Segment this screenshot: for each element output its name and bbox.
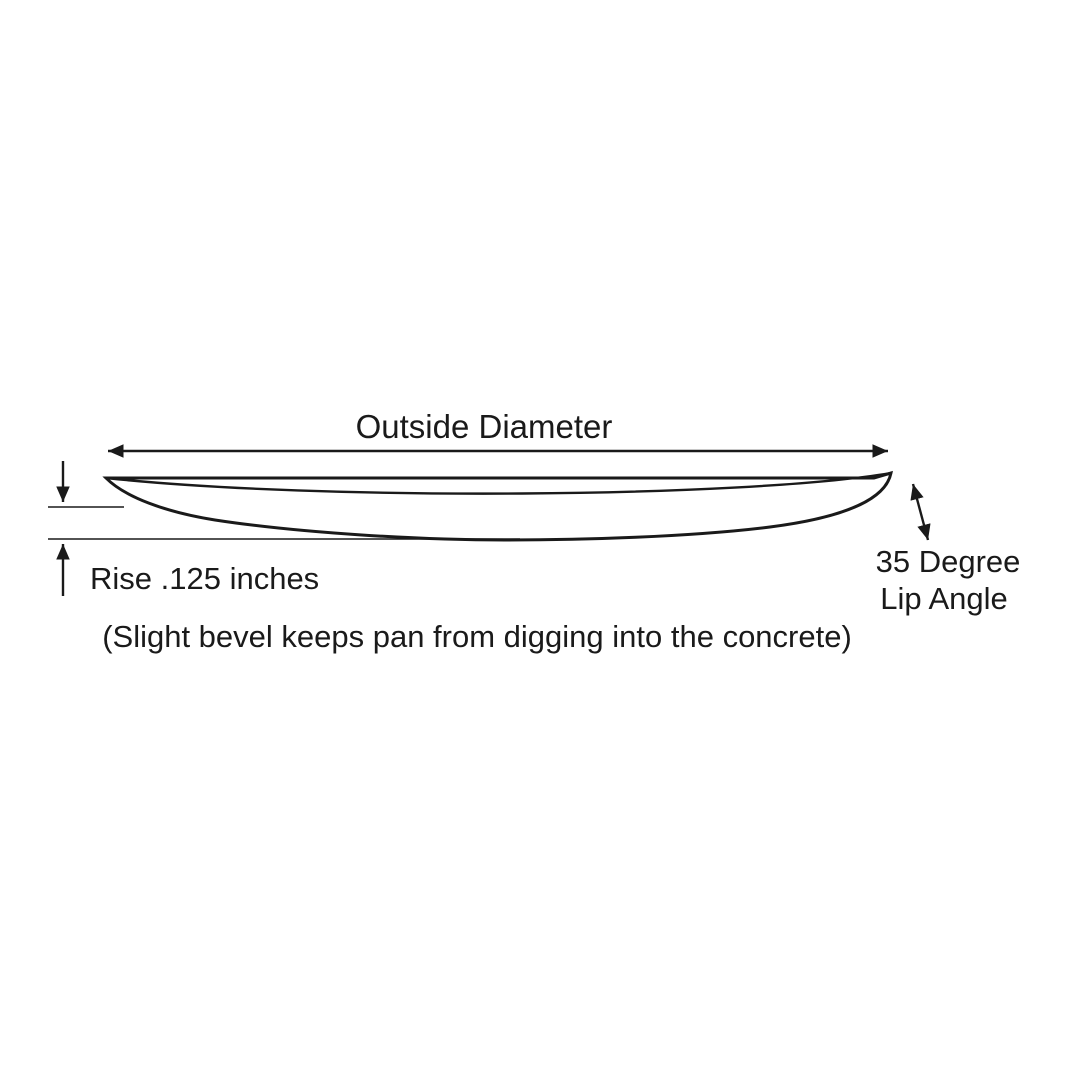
pan-inner-line (105, 471, 892, 495)
rise-label: Rise .125 inches (90, 561, 319, 596)
pan-outline (102, 470, 893, 542)
bevel-caption: (Slight bevel keeps pan from digging int… (102, 619, 852, 654)
outside-diameter-label: Outside Diameter (356, 408, 613, 445)
lip-angle-arrow (910, 483, 931, 541)
lip-angle-label-line1: 35 Degree (876, 544, 1021, 579)
lip-angle-label-line2: Lip Angle (880, 581, 1008, 616)
